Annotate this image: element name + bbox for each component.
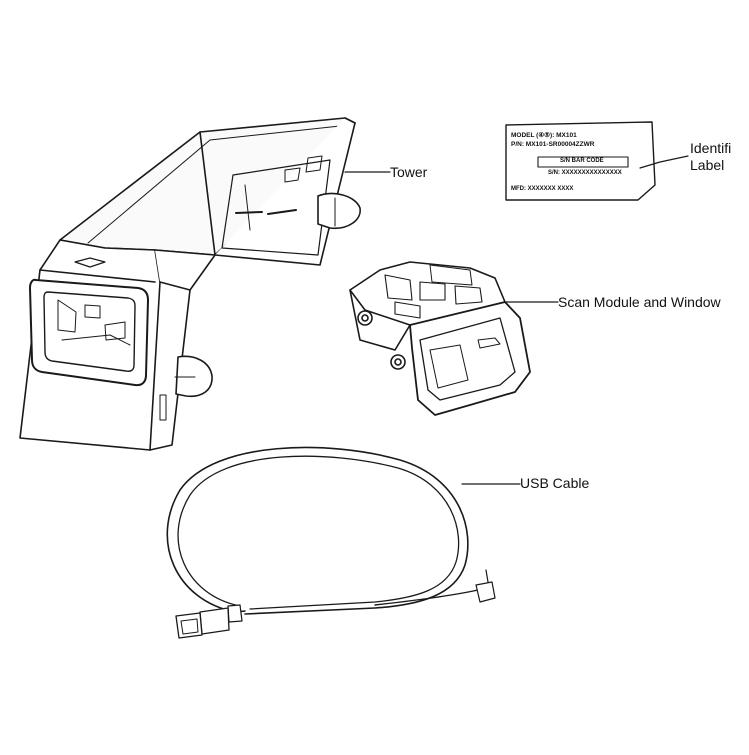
tower-illustration [19, 117, 361, 451]
identification-label-illustration [505, 121, 656, 201]
scan-module-callout: Scan Module and Window [558, 294, 721, 310]
label-leader-line [639, 155, 689, 169]
id-label-barcode-box: S/N BAR CODE [560, 158, 604, 164]
leader-lines [344, 155, 689, 485]
usb-cable-illustration [166, 446, 496, 639]
tower-callout: Tower [390, 164, 428, 180]
usb-cable-callout: USB Cable [520, 475, 590, 491]
scan-module-illustration [349, 261, 531, 416]
identification-label-callout-line1: Identifi [690, 140, 732, 156]
id-label-mfd: MFD: XXXXXXX XXXX [511, 186, 574, 192]
identification-label-callout-line2: Label [690, 157, 725, 173]
id-label-serial: S/N: XXXXXXXXXXXXXXX [548, 170, 622, 176]
id-label-part-number: P/N: MX101-SR00004ZZWR [511, 141, 595, 148]
id-label-model: MODEL (④⑤): MX101 [511, 132, 577, 139]
